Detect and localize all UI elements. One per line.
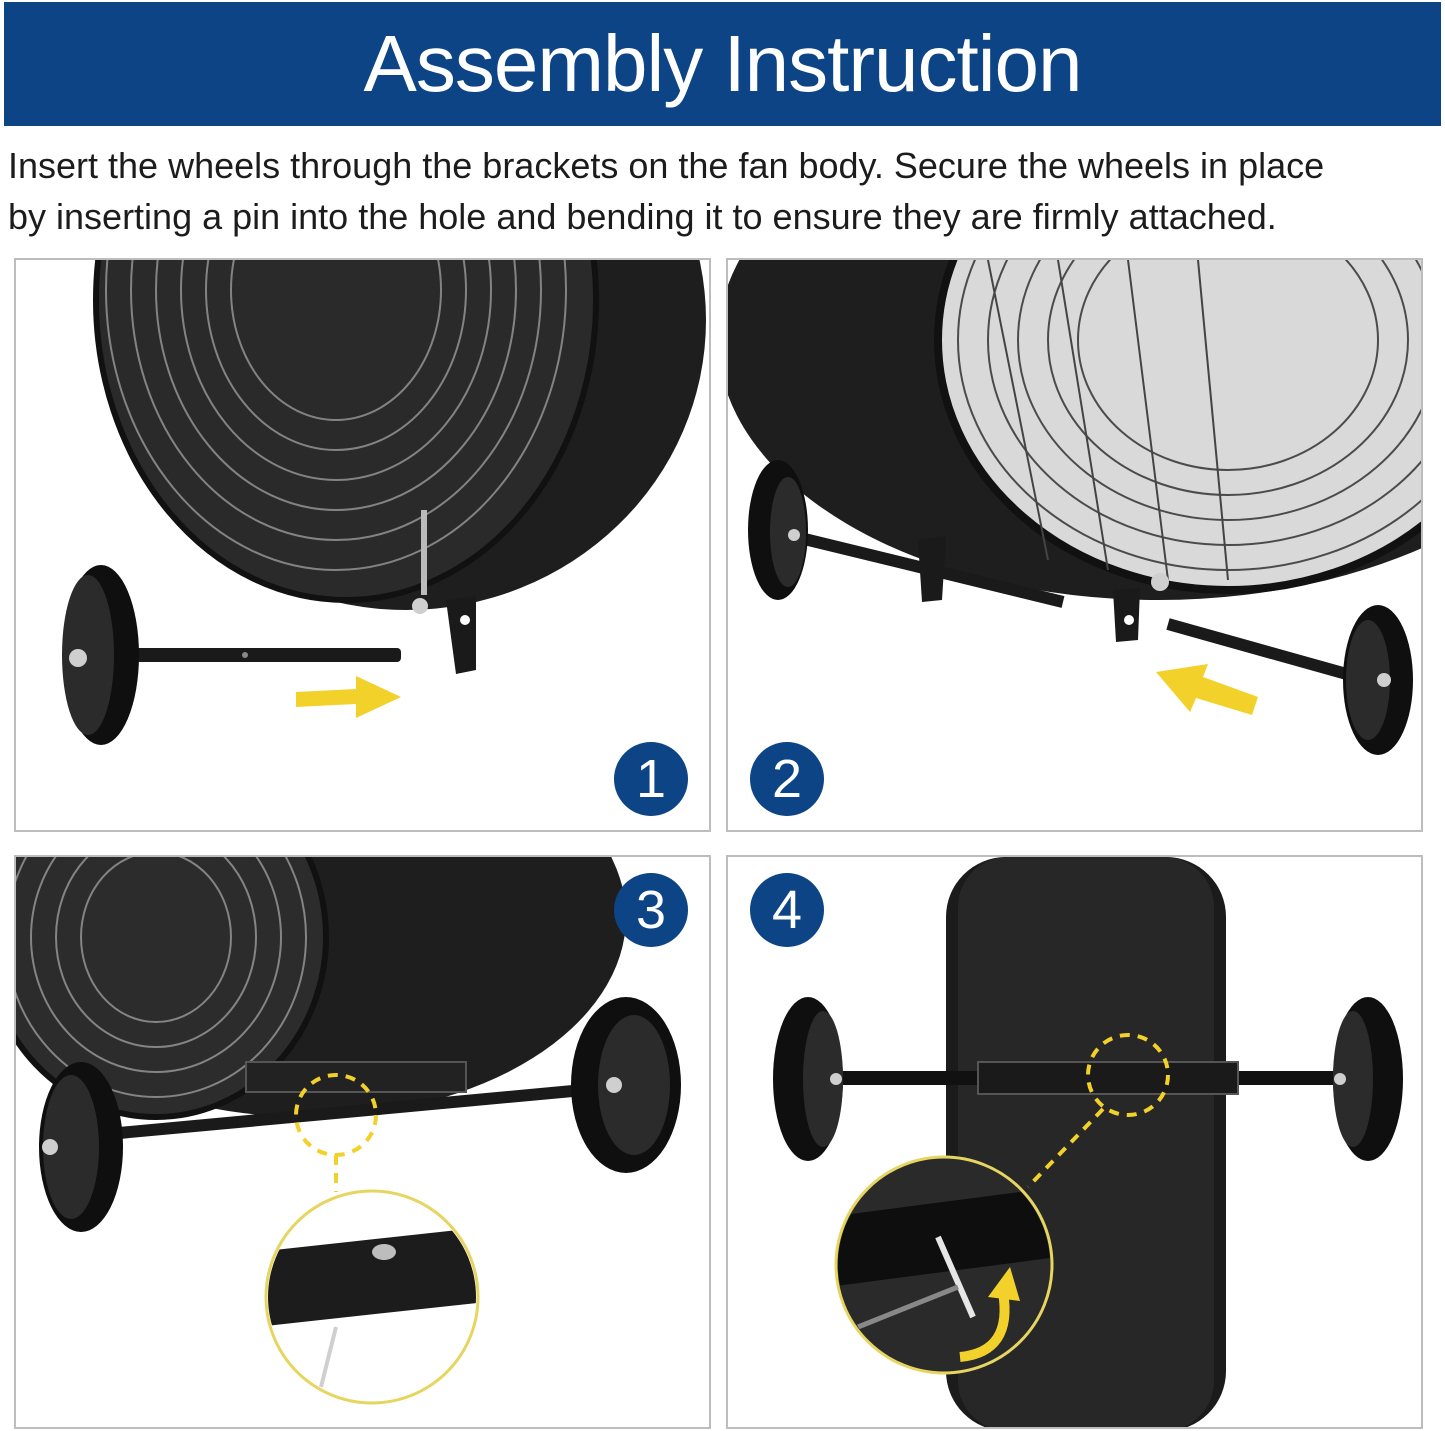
step-3-panel: 3 — [14, 855, 711, 1429]
step-2-panel: 2 — [726, 258, 1423, 832]
title-banner: Assembly Instruction — [4, 2, 1441, 126]
instruction-text: Insert the wheels through the brackets o… — [8, 140, 1440, 242]
step-4-panel: 4 — [726, 855, 1423, 1429]
step-1-panel: 1 — [14, 258, 711, 832]
step-2-illustration — [728, 260, 1421, 755]
step-3-illustration — [16, 857, 681, 1405]
instruction-line-1: Insert the wheels through the brackets o… — [8, 145, 1325, 186]
step-1-badge: 1 — [614, 742, 688, 816]
step-4-illustration — [773, 857, 1403, 1427]
step-2-badge: 2 — [750, 742, 824, 816]
instruction-line-2: by inserting a pin into the hole and ben… — [8, 196, 1277, 237]
step-3-badge: 3 — [614, 873, 688, 947]
step-1-illustration — [62, 260, 706, 745]
step-4-badge: 4 — [750, 873, 824, 947]
page-title: Assembly Instruction — [363, 19, 1082, 108]
